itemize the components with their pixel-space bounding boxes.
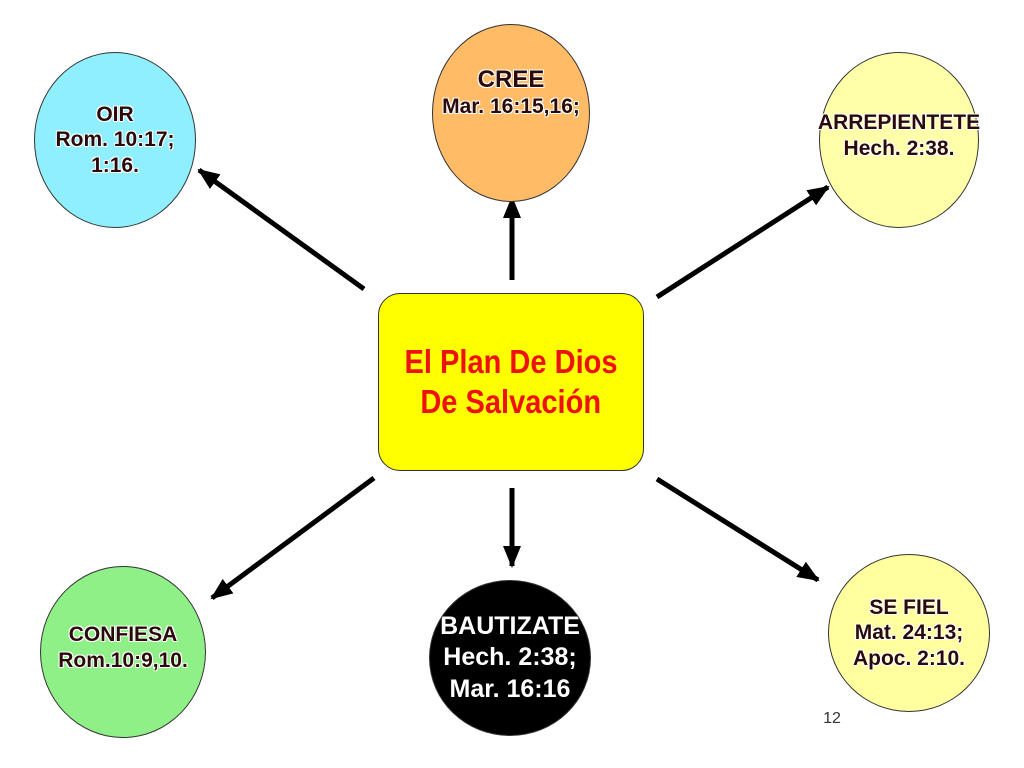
node-oir: OIR Rom. 10:17; 1:16. xyxy=(34,52,196,228)
node-oir-ref2: 1:16. xyxy=(91,153,139,177)
node-bautizate: BAUTIZATE Hech. 2:38; Mar. 16:16 xyxy=(429,580,591,736)
node-oir-ref1: Rom. 10:17; xyxy=(55,128,175,152)
node-arrepientete-title: ARREPIENTETE xyxy=(817,111,981,135)
center-title-line2: De Salvación xyxy=(420,383,602,420)
arrow-to-se-fiel xyxy=(655,476,820,583)
node-confiesa-ref1: Rom.10:9,10. xyxy=(58,649,188,672)
node-se-fiel-ref1: Mat. 24:13; xyxy=(854,621,964,645)
arrow-to-oir xyxy=(197,167,366,292)
node-cree-ref1: Mar. 16:15,16; xyxy=(442,95,580,119)
node-se-fiel-ref2: Apoc. 2:10. xyxy=(852,646,966,670)
node-confiesa-title: CONFIESA xyxy=(68,623,178,647)
node-bautizate-ref2: Mar. 16:16 xyxy=(449,674,571,703)
node-bautizate-title: BAUTIZATE xyxy=(440,611,580,640)
node-se-fiel: SE FIEL Mat. 24:13; Apoc. 2:10. xyxy=(828,554,990,712)
node-cree-title: CREE xyxy=(477,66,545,93)
center-box: El Plan De Dios De Salvación xyxy=(378,293,644,471)
node-arrepientete-ref1: Hech. 2:38. xyxy=(843,137,955,160)
node-se-fiel-title: SE FIEL xyxy=(869,595,949,619)
arrow-to-confiesa xyxy=(210,475,376,601)
node-oir-title: OIR xyxy=(96,102,134,126)
page-number: 12 xyxy=(823,710,841,727)
node-arrepientete: ARREPIENTETE Hech. 2:38. xyxy=(817,52,981,228)
center-title-line1: El Plan De Dios xyxy=(404,343,618,380)
node-bautizate-ref1: Hech. 2:38; xyxy=(443,643,577,672)
node-confiesa: CONFIESA Rom.10:9,10. xyxy=(40,566,206,738)
arrow-to-arrepientete xyxy=(655,184,830,300)
node-cree: CREE Mar. 16:15,16; xyxy=(432,24,590,202)
